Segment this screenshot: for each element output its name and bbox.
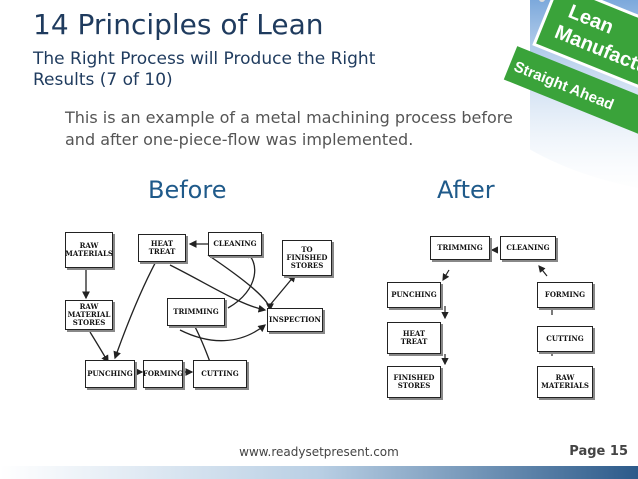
before-process-diagram: RAW MATERIALS HEAT TREAT CLEANING TO FIN…	[60, 220, 340, 400]
after-node-cleaning: CLEANING	[500, 236, 556, 260]
before-node-forming: FORMING	[143, 360, 183, 388]
before-node-raw-material-stores: RAW MATERIAL STORES	[65, 300, 113, 330]
footer-url: www.readysetpresent.com	[0, 445, 638, 459]
after-node-punching: PUNCHING	[387, 282, 441, 308]
bolt-icon	[539, 0, 545, 2]
before-node-finished-stores: TO FINISHED STORES	[282, 240, 332, 276]
before-heading: Before	[148, 176, 226, 204]
after-node-cutting: CUTTING	[537, 326, 593, 352]
before-node-raw-materials: RAW MATERIALS	[65, 232, 113, 268]
after-node-forming: FORMING	[537, 282, 593, 308]
intro-text: This is an example of a metal machining …	[65, 107, 525, 151]
slide-subtitle: The Right Process will Produce the Right…	[33, 49, 413, 91]
before-node-cutting: CUTTING	[193, 360, 247, 388]
lean-manufacturing-sign-image: Lean Manufactu Straight Ahead	[500, 0, 638, 210]
before-node-trimming: TRIMMING	[167, 298, 225, 326]
after-node-heat-treat: HEAT TREAT	[387, 322, 441, 354]
before-node-punching: PUNCHING	[85, 360, 135, 388]
before-node-cleaning: CLEANING	[208, 232, 262, 256]
before-node-heat-treat: HEAT TREAT	[138, 234, 186, 262]
after-node-finished-stores: FINISHED STORES	[387, 366, 441, 398]
before-node-inspection: INSPECTION	[267, 308, 323, 332]
page-number: Page 15	[569, 444, 628, 459]
green-sign: Lean Manufactu Straight Ahead	[500, 0, 638, 210]
after-node-raw-materials: RAW MATERIALS	[537, 366, 593, 398]
after-node-trimming: TRIMMING	[430, 236, 490, 260]
after-heading: After	[437, 176, 495, 204]
after-process-diagram: TRIMMING CLEANING PUNCHING FORMING HEAT …	[375, 228, 615, 410]
slide-title: 14 Principles of Lean	[33, 8, 324, 41]
footer-band	[0, 466, 638, 479]
